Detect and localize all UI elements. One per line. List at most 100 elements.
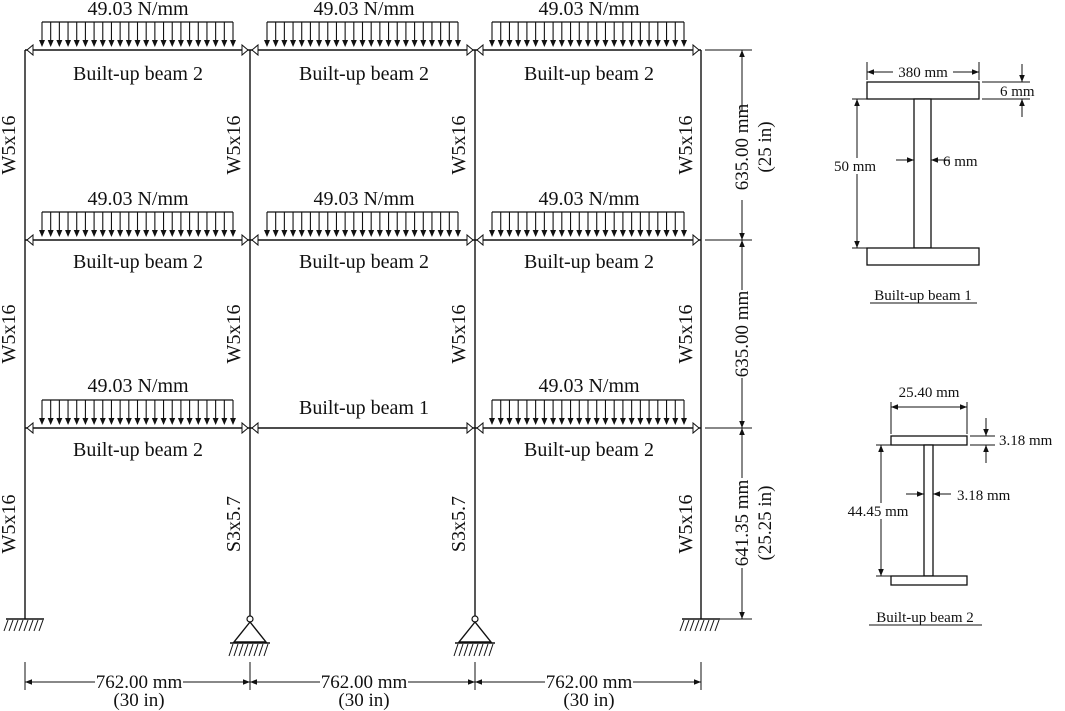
- load-label: 49.03 N/mm: [538, 375, 640, 397]
- load-arrowhead: [108, 418, 115, 425]
- load-arrowhead: [134, 230, 141, 237]
- load-arrowhead: [437, 230, 444, 237]
- pin-connection-marker: [26, 43, 34, 57]
- load-arrowhead: [186, 230, 193, 237]
- column-label: W5x16: [0, 495, 20, 554]
- load-arrowhead: [602, 40, 609, 47]
- load-arrowhead: [264, 230, 270, 237]
- depth-label: 50 mm: [834, 159, 876, 175]
- load-arrowhead: [290, 40, 297, 47]
- distributed-load: [489, 399, 687, 425]
- pin-connection-marker: [466, 421, 474, 435]
- web-thickness-label: 3.18 mm: [957, 488, 1011, 504]
- load-arrowhead: [359, 230, 366, 237]
- load-arrowhead: [637, 40, 644, 47]
- load-arrowhead: [672, 230, 679, 237]
- section-builtup-beam-1: 380 mm 6 mm 50 mm 6 mm Built-up beam 1: [820, 62, 1035, 304]
- load-arrowhead: [169, 230, 176, 237]
- pin-connection-marker: [476, 421, 484, 435]
- load-arrowhead: [47, 230, 54, 237]
- bay-width-mm: 762.00 mm: [96, 672, 183, 693]
- load-arrowhead: [368, 230, 375, 237]
- flange-thickness-label: 6 mm: [1000, 84, 1035, 100]
- load-arrowhead: [523, 230, 530, 237]
- load-arrowhead: [368, 40, 375, 47]
- load-arrowhead: [143, 40, 150, 47]
- load-arrowhead: [585, 230, 591, 237]
- load-arrowhead: [186, 40, 193, 47]
- load-arrowhead: [672, 40, 679, 47]
- column-label: W5x16: [675, 116, 697, 175]
- load-arrowhead: [550, 40, 557, 47]
- load-arrowhead: [515, 40, 522, 47]
- beam-end-pin-markers: [26, 43, 700, 435]
- pin-connection-marker: [692, 421, 700, 435]
- pin-connection-marker: [241, 421, 249, 435]
- load-arrowhead: [593, 40, 600, 47]
- load-arrowhead: [230, 40, 236, 47]
- load-arrowhead: [637, 230, 644, 237]
- column-label: W5x16: [448, 305, 470, 364]
- load-arrowhead: [385, 230, 392, 237]
- load-label: 49.03 N/mm: [87, 375, 189, 397]
- load-arrowhead: [324, 40, 331, 47]
- bay-width-in: (30 in): [113, 690, 164, 711]
- bay-width-in: (30 in): [338, 690, 389, 711]
- load-arrowhead: [56, 40, 63, 47]
- load-arrowhead: [298, 40, 305, 47]
- load-arrowhead: [134, 40, 141, 47]
- load-arrowhead: [39, 230, 45, 237]
- load-arrowhead: [82, 40, 89, 47]
- load-arrowhead: [117, 40, 124, 47]
- load-arrowhead: [56, 230, 63, 237]
- load-arrowhead: [602, 230, 609, 237]
- load-arrowhead: [428, 230, 435, 237]
- load-arrowhead: [411, 230, 418, 237]
- pin-connection-marker: [251, 421, 259, 435]
- web-thickness-label: 6 mm: [943, 154, 978, 170]
- beam-label: Built-up beam 2: [73, 251, 203, 273]
- pinned-support-1: [228, 615, 270, 657]
- load-arrowhead: [663, 40, 670, 47]
- load-arrowhead: [550, 418, 557, 425]
- flange-width-label: 25.40 mm: [899, 385, 960, 401]
- load-arrowhead: [281, 230, 288, 237]
- load-arrowhead: [523, 40, 530, 47]
- load-label: 49.03 N/mm: [538, 188, 640, 210]
- load-arrowhead: [39, 418, 45, 425]
- load-arrowhead: [681, 230, 687, 237]
- beam-label: Built-up beam 2: [73, 439, 203, 461]
- load-arrowhead: [506, 418, 513, 425]
- load-arrowhead: [212, 418, 219, 425]
- load-arrowhead: [523, 418, 530, 425]
- distributed-load: [39, 21, 236, 47]
- load-arrowhead: [593, 418, 600, 425]
- load-arrowhead: [117, 230, 124, 237]
- story-height-mm: 635.00 mm: [732, 291, 753, 378]
- load-arrowhead: [532, 40, 539, 47]
- column-label: S3x5.7: [448, 496, 470, 552]
- load-arrowhead: [637, 418, 644, 425]
- load-arrowhead: [532, 230, 539, 237]
- load-arrowhead: [108, 40, 115, 47]
- load-arrowhead: [125, 230, 132, 237]
- load-arrowhead: [497, 418, 504, 425]
- load-arrowhead: [212, 230, 219, 237]
- load-arrowhead: [541, 418, 548, 425]
- load-arrowhead: [394, 40, 401, 47]
- load-arrowhead: [91, 418, 98, 425]
- fixed-support-left: [3, 618, 44, 632]
- column-label: W5x16: [448, 116, 470, 175]
- load-arrowhead: [446, 40, 453, 47]
- distributed-load: [489, 211, 687, 237]
- load-arrowhead: [593, 230, 600, 237]
- distributed-loads: [39, 21, 687, 425]
- flange-thickness-label: 3.18 mm: [999, 433, 1053, 449]
- load-arrowhead: [230, 418, 236, 425]
- beam-label: Built-up beam 2: [73, 63, 203, 85]
- load-arrowhead: [342, 40, 349, 47]
- load-arrowhead: [646, 40, 653, 47]
- pin-connection-marker: [466, 233, 474, 247]
- load-arrowhead: [108, 230, 115, 237]
